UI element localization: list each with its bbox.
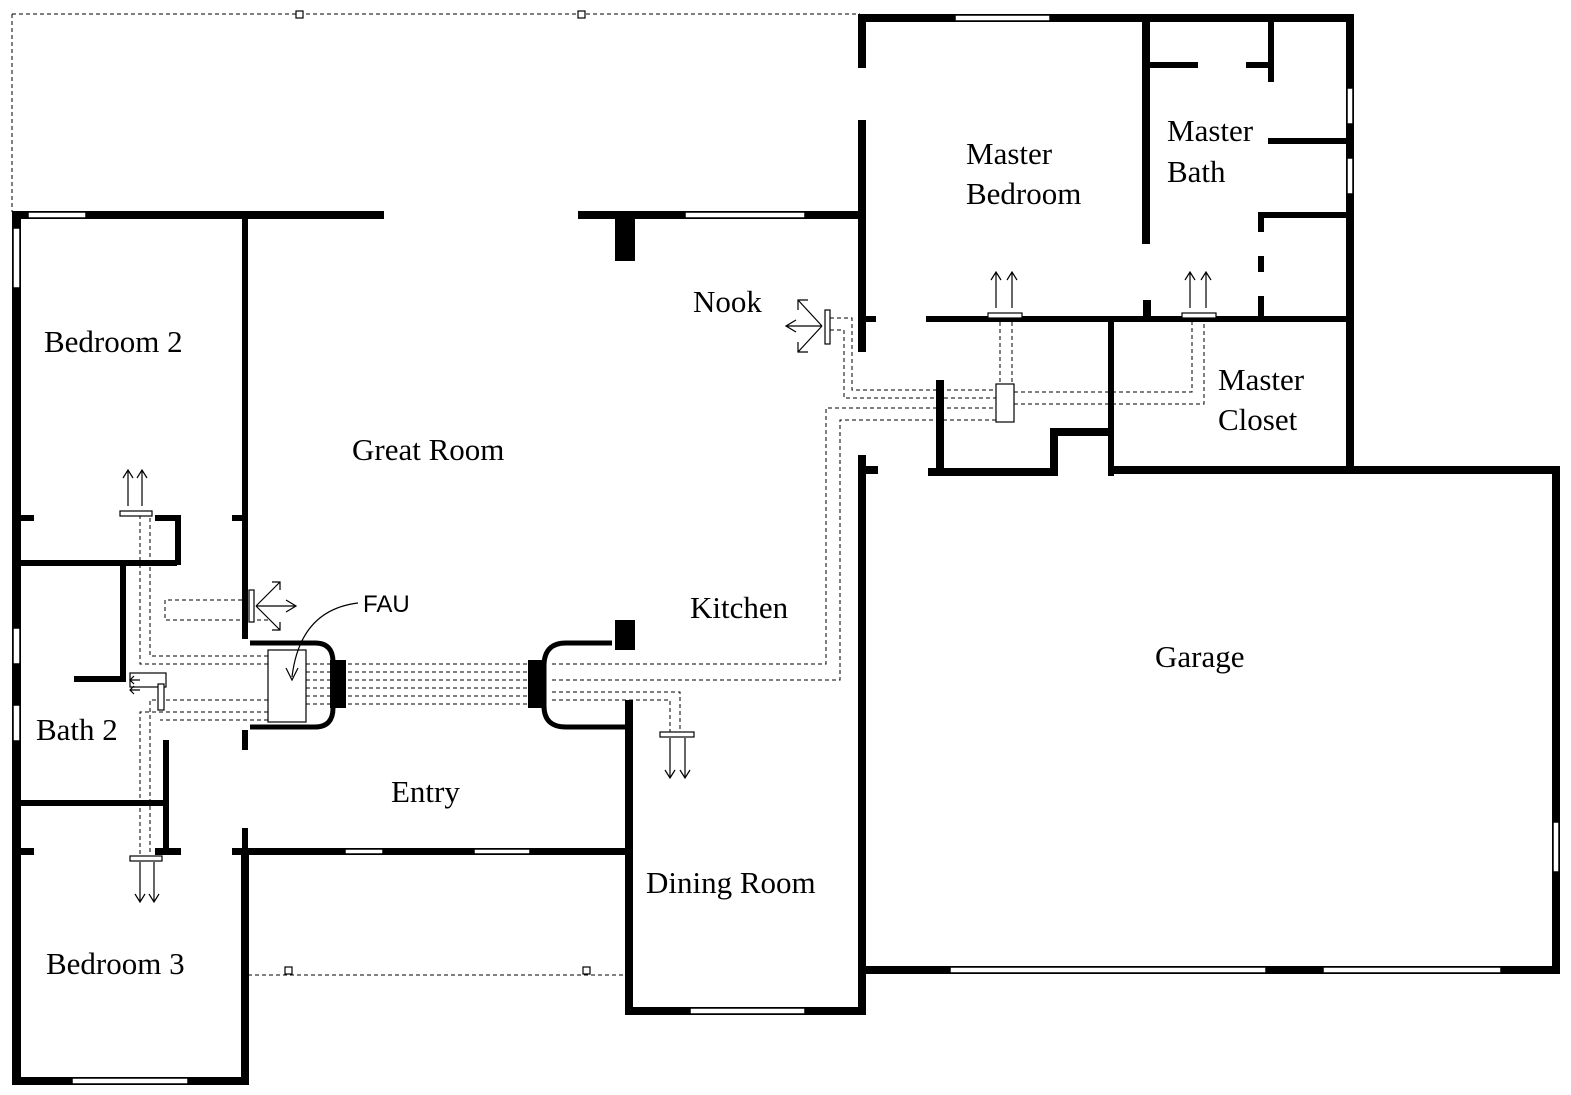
master-bedroom-label-line2: Bedroom	[966, 176, 1081, 211]
room-labels: Master Bedroom Master Bath Master Closet…	[36, 113, 1305, 981]
master-bath-label-line2: Bath	[1167, 154, 1226, 189]
kitchen-label: Kitchen	[690, 590, 789, 625]
master-closet-label-line2: Closet	[1218, 402, 1298, 437]
entry-label: Entry	[391, 774, 460, 809]
supply-ducts	[129, 317, 1205, 855]
garage-label: Garage	[1155, 639, 1245, 674]
registers	[119, 270, 1217, 904]
nook-label: Nook	[693, 284, 762, 319]
windows	[12, 14, 1560, 1085]
master-closet-label-line1: Master	[1218, 362, 1305, 397]
porch-outline	[248, 966, 630, 976]
bath-2-label: Bath 2	[36, 712, 118, 747]
master-bedroom-label-line1: Master	[966, 136, 1053, 171]
dining-room-label: Dining Room	[646, 865, 816, 900]
master-bath-label-line1: Master	[1167, 113, 1254, 148]
bedroom-2-label: Bedroom 2	[44, 324, 183, 359]
great-room-label: Great Room	[352, 432, 504, 467]
bedroom-3-label: Bedroom 3	[46, 946, 185, 981]
walls	[12, 14, 1560, 1085]
patio-outline	[11, 10, 860, 212]
fau-label: FAU	[363, 591, 410, 618]
fau-unit	[250, 602, 628, 730]
